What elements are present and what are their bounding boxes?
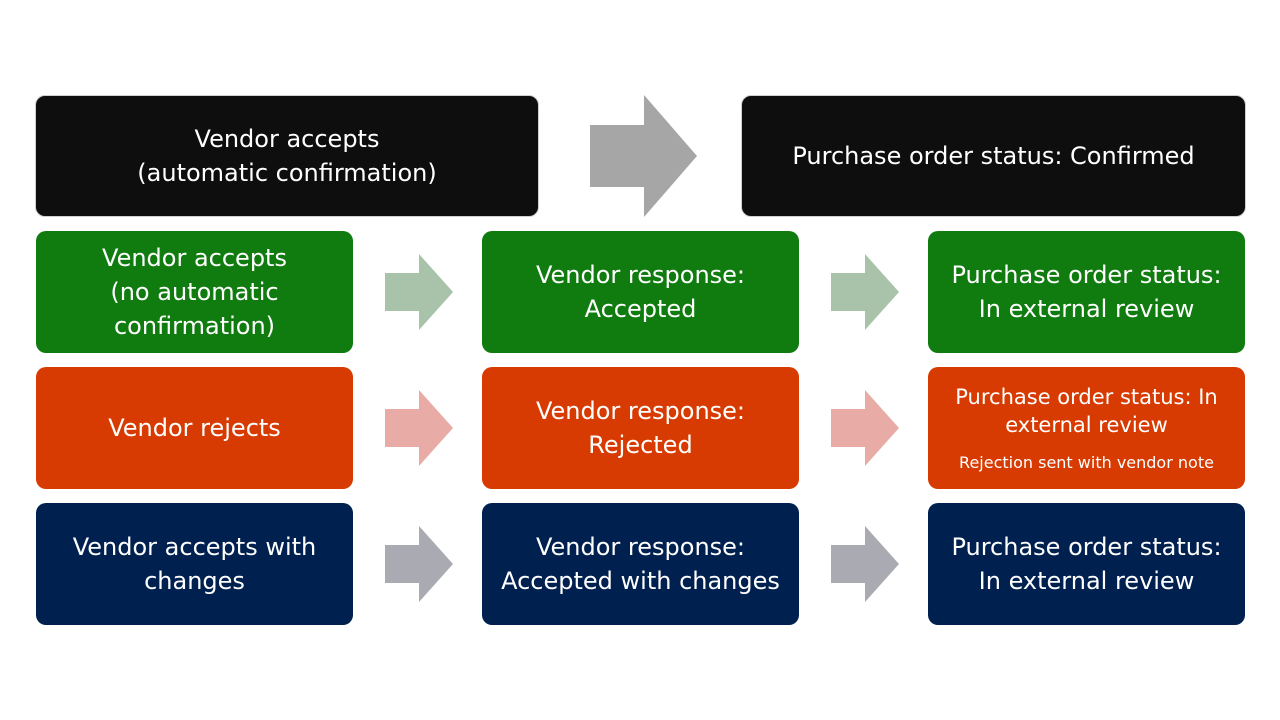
po-status-review-changes-label: Purchase order status: In external revie… <box>951 533 1222 595</box>
vendor-accepts-manual-label: Vendor accepts (no automatic confirmatio… <box>102 244 287 340</box>
po-status-confirmed-label: Purchase order status: Confirmed <box>792 142 1195 170</box>
vendor-response-rejected-label: Vendor response: Rejected <box>535 397 746 459</box>
po-status-review-changes-box: Purchase order status: In external revie… <box>928 503 1245 625</box>
vendor-accepts-manual-box: Vendor accepts (no automatic confirmatio… <box>36 231 353 353</box>
arrow-right-icon <box>831 526 899 602</box>
vendor-rejects-box: Vendor rejects <box>36 367 353 489</box>
arrow-right-icon <box>831 390 899 466</box>
arrow-right-icon <box>385 526 453 602</box>
vendor-accepts-automatic-label: Vendor accepts (automatic confirmation) <box>137 125 437 187</box>
rejection-note-label: Rejection sent with vendor note <box>959 453 1214 472</box>
arrow-right-icon <box>590 95 697 217</box>
vendor-response-accepted-box: Vendor response: Accepted <box>482 231 799 353</box>
vendor-response-accepted-label: Vendor response: Accepted <box>535 261 746 323</box>
po-status-review-accepted-box: Purchase order status: In external revie… <box>928 231 1245 353</box>
vendor-rejects-label: Vendor rejects <box>108 414 281 442</box>
vendor-accepts-changes-box: Vendor accepts with changes <box>36 503 353 625</box>
vendor-response-rejected-box: Vendor response: Rejected <box>482 367 799 489</box>
vendor-accepts-changes-label: Vendor accepts with changes <box>72 533 317 595</box>
po-status-review-accepted-label: Purchase order status: In external revie… <box>951 261 1222 323</box>
arrow-right-icon <box>831 254 899 330</box>
po-status-confirmed-box: Purchase order status: Confirmed <box>741 95 1246 217</box>
arrow-right-icon <box>385 390 453 466</box>
vendor-response-changes-box: Vendor response: Accepted with changes <box>482 503 799 625</box>
vendor-response-changes-label: Vendor response: Accepted with changes <box>501 533 780 595</box>
vendor-accepts-automatic-box: Vendor accepts (automatic confirmation) <box>35 95 539 217</box>
po-status-review-rejected-label: Purchase order status: In external revie… <box>955 385 1218 437</box>
po-status-review-rejected-box: Purchase order status: In external revie… <box>928 367 1245 489</box>
arrow-right-icon <box>385 254 453 330</box>
